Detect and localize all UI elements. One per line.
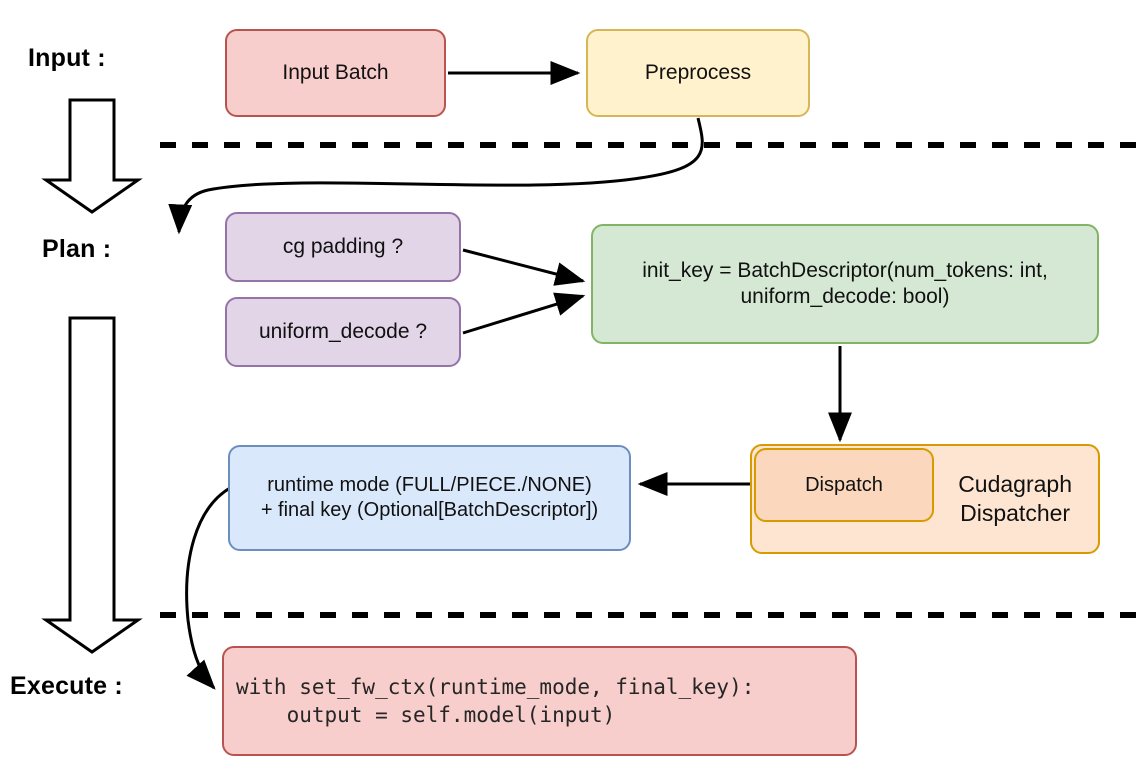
block-arrow-input-to-plan [41,98,143,214]
node-uniform-decode[interactable]: uniform_decode ? [225,297,461,367]
connector-uniform-decode-to-init-key [462,292,586,335]
node-init-key[interactable]: init_key = BatchDescriptor(num_tokens: i… [591,224,1099,344]
node-runtime-mode[interactable]: runtime mode (FULL/PIECE./NONE) + final … [228,445,631,551]
stage-label-plan: Plan : [42,235,112,263]
stage-label-input: Input : [28,44,106,72]
connector-cg-padding-to-init-key [462,248,586,286]
block-arrow-plan-to-execute [41,316,143,654]
node-dispatch[interactable]: Dispatch [754,448,934,522]
node-input-batch[interactable]: Input Batch [225,29,446,117]
node-cg-padding[interactable]: cg padding ? [225,212,461,282]
node-preprocess[interactable]: Preprocess [586,29,810,117]
node-execute-code[interactable]: with set_fw_ctx(runtime_mode, final_key)… [222,646,857,756]
stage-label-execute: Execute : [10,672,123,700]
